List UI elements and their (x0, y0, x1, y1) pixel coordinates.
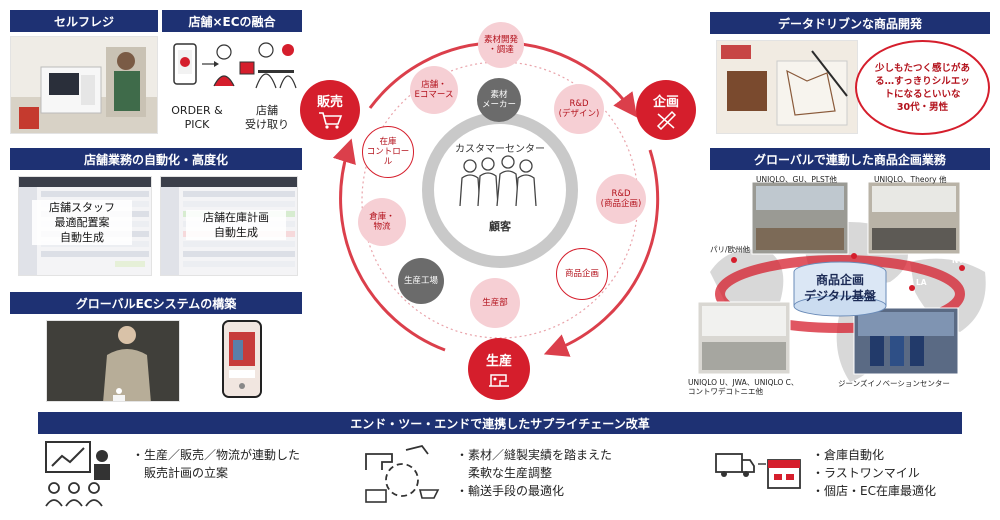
bullets-production: ・素材／縫製実績を踏まえた 柔軟な生産調整 ・輸送手段の最適化 (456, 446, 612, 500)
network-swirl (715, 255, 965, 333)
self-checkout-title: セルフレジ (53, 14, 114, 29)
marker-la (909, 285, 915, 291)
node-production-dept: 生産部 (470, 278, 520, 328)
bullets-planning: ・生産／販売／物流が連動した 販売計画の立案 (132, 446, 300, 482)
tag-bottom-left: UNIQLO U、JWA、UNIQLO C、 コントワデコトニエ他 (688, 378, 799, 396)
node-materials-dev: 素材開発 ・調達 (478, 22, 524, 68)
store-ec-icons (173, 42, 297, 89)
sewing-machine-icon (489, 373, 509, 387)
marker-paris (731, 257, 737, 263)
store-ec-title: 店舗×ECの融合 (188, 14, 276, 29)
global-ec-mobile-screen (222, 320, 262, 398)
planning-presentation-icon (45, 441, 110, 507)
global-planning-title: グローバルで連動した商品企画業務 (754, 152, 946, 167)
node-warehouse-logistics: 倉庫・ 物流 (358, 198, 406, 246)
tag-bottom-right: ジーンズイノベーションセンター (838, 379, 950, 388)
self-checkout-header: セルフレジ (10, 10, 158, 32)
tag-top-right: UNIQLO、Theory 他 (874, 175, 947, 184)
store-pickup-label: 店舗 受け取り (245, 104, 289, 131)
customers-icon (459, 155, 537, 207)
production-transport-icon (365, 444, 440, 503)
self-checkout-photo (10, 36, 158, 134)
center-label: 顧客 (489, 220, 511, 233)
node-rd-design: R&D (デザイン) (554, 84, 604, 134)
tag-paris: パリ/欧州他 (710, 245, 751, 254)
self-checkout-illustration (11, 37, 157, 133)
data-driven-photo (716, 40, 858, 134)
sales-label: 販売 (316, 94, 343, 110)
bullet-item: ・個店・EC在庫最適化 (812, 484, 936, 498)
customer-voice-bubble: 少しもたつく感じがあ る…すっきりシルエッ トになるといいな 30代・男性 (855, 40, 990, 135)
global-planning-header: グローバルで連動した商品企画業務 (710, 148, 990, 170)
node-inventory-control: 在庫 コントロール (362, 126, 414, 178)
arc-left (332, 138, 446, 352)
bullet-item: ・輸送手段の最適化 (456, 484, 565, 498)
bullet-item: ・素材／縫製実績を踏まえた (456, 448, 613, 462)
center-title: カスタマーセンター (455, 144, 545, 155)
marker-ny (959, 265, 965, 271)
bullet-item: 柔軟な生産調整 (456, 466, 553, 480)
node-store-ecommerce: 店舗・ Eコマース (410, 66, 458, 114)
bullet-item: ・倉庫自動化 (812, 448, 885, 462)
logistics-truck-store-icon (715, 453, 801, 489)
customer-voice-text: 少しもたつく感じがあ る…すっきりシルエッ トになるといいな 30代・男性 (874, 62, 970, 113)
production-label: 生産 (485, 353, 512, 369)
world-map-graphic (690, 172, 996, 408)
global-ec-desktop-screen (46, 320, 180, 402)
global-ec-header: グローバルECシステムの構築 (10, 292, 302, 314)
planning-phase: 企画 (636, 80, 696, 140)
tag-ny: NY (952, 256, 964, 265)
node-rd-planning: R&D (商品企画) (596, 174, 646, 224)
supply-chain-title: エンド・ツー・エンドで連携したサプライチェーン改革 (350, 416, 650, 431)
production-phase: 生産 (468, 338, 530, 400)
marker-tokyo (851, 253, 857, 259)
tag-top-left: UNIQLO、GU、PLST他 (756, 175, 837, 184)
store-ec-illustration (162, 36, 302, 134)
inventory-plan-label: 店舗在庫計画 自動生成 (186, 210, 286, 240)
shopping-cart-icon (319, 111, 343, 129)
bullet-item: ・ラストワンマイル (812, 466, 920, 480)
bullets-logistics: ・倉庫自動化 ・ラストワンマイル ・個店・EC在庫最適化 (812, 446, 936, 500)
digital-platform-label: 商品企画 デジタル基盤 (804, 273, 876, 303)
tag-la: LA (916, 278, 927, 287)
design-sketch-illustration (717, 41, 857, 133)
supply-chain-header: エンド・ツー・エンドで連携したサプライチェーン改革 (38, 412, 962, 434)
ec-mobile-illustration (224, 322, 260, 396)
pencil-ruler-icon (656, 110, 677, 130)
node-factory: 生産工場 (398, 258, 444, 304)
bullet-item: ・生産／販売／物流が連動した (132, 448, 301, 462)
store-automation-title: 店舗業務の自動化・高度化 (83, 152, 228, 167)
data-driven-header: データドリブンな商品開発 (710, 12, 990, 34)
global-ec-title: グローバルECシステムの構築 (75, 296, 237, 311)
order-pick-label: ORDER & PICK (171, 104, 223, 131)
staff-allocation-label: 店舗スタッフ 最適配置案 自動生成 (32, 200, 132, 245)
bullet-item: 販売計画の立案 (132, 466, 229, 480)
store-automation-header: 店舗業務の自動化・高度化 (10, 148, 302, 170)
node-merch-planning: 商品企画 (556, 248, 608, 300)
node-material-maker: 素材 メーカー (477, 78, 521, 122)
store-ec-header: 店舗×ECの融合 (162, 10, 302, 32)
ec-model-illustration (47, 321, 179, 401)
data-driven-title: データドリブンな商品開発 (777, 16, 922, 31)
planning-label: 企画 (652, 94, 679, 110)
sales-phase: 販売 (300, 80, 360, 140)
arc-right (543, 149, 660, 357)
